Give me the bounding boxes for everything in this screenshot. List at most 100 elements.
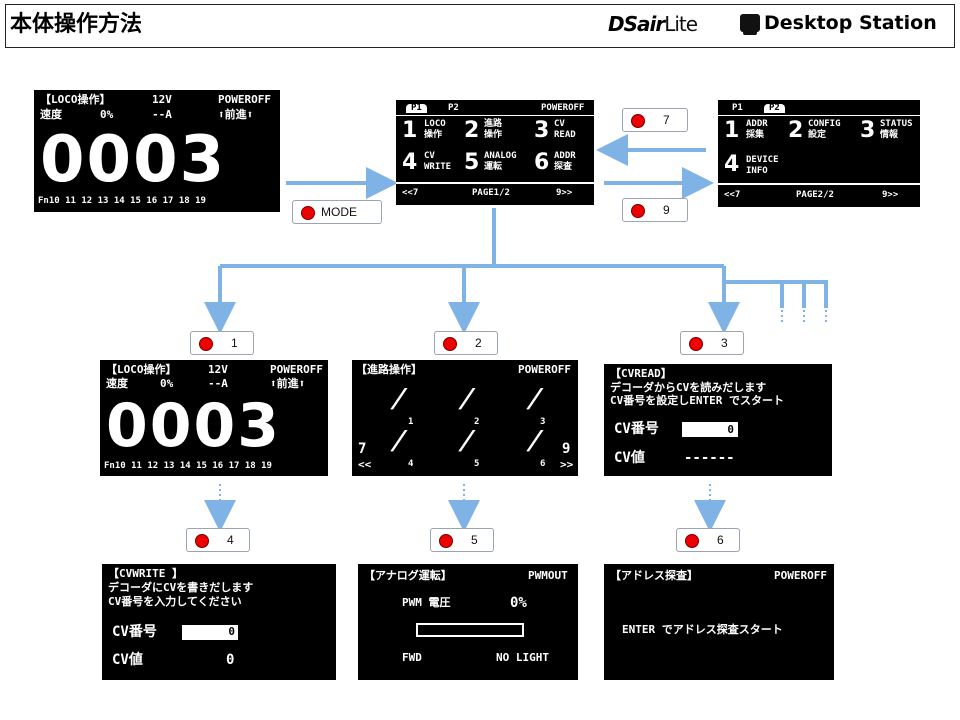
menu2-item3-top: STATUS <box>880 119 913 129</box>
cvread-cvval-value: ------ <box>684 450 735 466</box>
button-1[interactable]: 1 <box>190 331 254 355</box>
menu2-nav-right: 9>> <box>882 190 899 200</box>
cvwrite-screen: 【CVWRITE 】 デコーダにCVを書きだします CV番号を入力してください … <box>102 564 336 680</box>
menu1-item2-num: 2 <box>464 118 480 143</box>
red-dot-icon <box>631 114 645 128</box>
menu1-item3-bottom: READ <box>554 130 576 140</box>
menu2-item1-num: 1 <box>724 118 740 143</box>
button-3[interactable]: 3 <box>680 331 744 355</box>
menu2-item2-top: CONFIG <box>808 119 841 129</box>
menu2-page: PAGE2/2 <box>796 190 834 200</box>
route-label-2: 2 <box>474 417 480 427</box>
menu2-tab-p1: P1 <box>732 103 743 113</box>
button-9[interactable]: 9 <box>622 198 688 222</box>
loco-voltage: 12V <box>152 93 172 106</box>
dsair-logo-text: DSair <box>608 12 665 36</box>
loco1-voltage: 12V <box>208 363 228 376</box>
button-6-label: 6 <box>717 533 724 547</box>
cvwrite-cvno-label: CV番号 <box>112 624 157 640</box>
route-label-3: 3 <box>540 417 546 427</box>
loco1-header: 【LOCO操作】 <box>106 363 177 376</box>
cvread-cvno-value: 0 <box>727 423 734 436</box>
mode-button[interactable]: MODE <box>292 200 382 224</box>
menu1-item2-top: 進路 <box>484 119 503 129</box>
button-3-label: 3 <box>721 336 728 350</box>
analog-header: 【アナログ運転】 <box>364 569 452 582</box>
cvread-cvno-label: CV番号 <box>614 421 659 437</box>
loco-address: 0003 <box>40 123 227 197</box>
loco-screen-top: 【LOCO操作】 12V POWEROFF 速度 0% --A ⬆前進⬆ 000… <box>34 90 280 212</box>
analog-pwm-label: PWM 電圧 <box>402 596 451 609</box>
menu2-item4-num: 4 <box>724 152 740 177</box>
button-5[interactable]: 5 <box>430 528 494 552</box>
red-dot-icon <box>685 534 699 548</box>
route-label-5: 5 <box>474 459 480 469</box>
loco-header: 【LOCO操作】 <box>40 93 111 106</box>
loco-power: POWEROFF <box>218 93 271 106</box>
red-dot-icon <box>195 534 209 548</box>
button-7[interactable]: 7 <box>622 108 688 132</box>
addr-screen: 【アドレス探査】 POWEROFF ENTER でアドレス探査スタート <box>604 564 834 680</box>
button-1-label: 1 <box>231 336 238 350</box>
menu1-power: POWEROFF <box>541 103 585 113</box>
more-branches <box>724 280 828 308</box>
menu1-page: PAGE1/2 <box>472 188 510 198</box>
button-4-label: 4 <box>227 533 234 547</box>
route-header: 【進路操作】 <box>356 363 422 376</box>
route-label-1: 1 <box>408 417 414 427</box>
loco-current: --A <box>152 108 172 121</box>
analog-light: NO LIGHT <box>496 651 549 664</box>
addr-header: 【アドレス探査】 <box>610 569 698 582</box>
cvread-line2: CV番号を設定しENTER でスタート <box>610 394 784 407</box>
menu2-item3-bottom: 情報 <box>880 130 899 140</box>
loco1-current: --A <box>208 377 228 390</box>
analog-throttle-bar[interactable] <box>416 623 524 637</box>
loco-speed-value: 0% <box>100 108 114 121</box>
addr-power: POWEROFF <box>774 569 827 582</box>
route-right-nav: >> <box>560 458 574 471</box>
red-dot-icon <box>439 534 453 548</box>
menu1-nav-right: 9>> <box>556 188 573 198</box>
analog-mode: PWMOUT <box>528 569 568 582</box>
analog-screen: 【アナログ運転】 PWMOUT PWM 電圧 0% FWD NO LIGHT <box>358 564 578 680</box>
route-label-6: 6 <box>540 459 546 469</box>
red-dot-icon <box>689 337 703 351</box>
addr-message: ENTER でアドレス探査スタート <box>622 623 783 636</box>
menu2-item1-top: ADDR <box>746 119 768 129</box>
menu1-item3-num: 3 <box>534 118 550 143</box>
route-label-4: 4 <box>408 459 414 469</box>
cvwrite-cvval-value: 0 <box>226 652 235 668</box>
cvwrite-cvval-label: CV値 <box>112 652 143 668</box>
analog-pwm-value: 0% <box>510 595 527 611</box>
route-left-nav: << <box>358 458 372 471</box>
button-9-label: 9 <box>663 203 670 217</box>
red-dot-icon <box>199 337 213 351</box>
menu-page1-screen: P1 P2 POWEROFF 1 LOCO 操作 2 進路 操作 3 CV RE… <box>396 100 594 205</box>
loco-direction: ⬆前進⬆ <box>218 108 254 121</box>
button-6[interactable]: 6 <box>676 528 740 552</box>
red-dot-icon <box>443 337 457 351</box>
loco-speed-label: 速度 <box>40 108 62 121</box>
cvread-cvno-field[interactable]: 0 <box>682 422 738 437</box>
menu1-item4-num: 4 <box>402 150 418 175</box>
cvwrite-cvno-field[interactable]: 0 <box>182 625 238 640</box>
menu1-item1-num: 1 <box>402 118 418 143</box>
route-power: POWEROFF <box>518 363 571 376</box>
cvread-header: 【CVREAD】 <box>610 367 672 380</box>
loco1-functions: Fn10 11 12 13 14 15 16 17 18 19 <box>104 461 272 471</box>
menu1-tab-p1: P1 <box>406 104 427 113</box>
menu1-nav-left: <<7 <box>402 188 419 198</box>
menu1-item6-bottom: 探査 <box>554 162 573 172</box>
button-2[interactable]: 2 <box>434 331 498 355</box>
menu-page2-screen: P1 P2 1 ADDR 採集 2 CONFIG 設定 3 STATUS 情報 … <box>718 100 920 207</box>
loco-functions: Fn10 11 12 13 14 15 16 17 18 19 <box>38 196 206 206</box>
mode-button-label: MODE <box>321 205 357 219</box>
button-4[interactable]: 4 <box>186 528 250 552</box>
loco1-speed-label: 速度 <box>106 377 128 390</box>
menu1-item1-top: LOCO <box>424 119 446 129</box>
loco1-power: POWEROFF <box>270 363 323 376</box>
header-bar <box>5 4 955 48</box>
menu1-item6-num: 6 <box>534 150 550 175</box>
route-right-num: 9 <box>562 441 571 457</box>
loco1-speed-value: 0% <box>160 377 174 390</box>
